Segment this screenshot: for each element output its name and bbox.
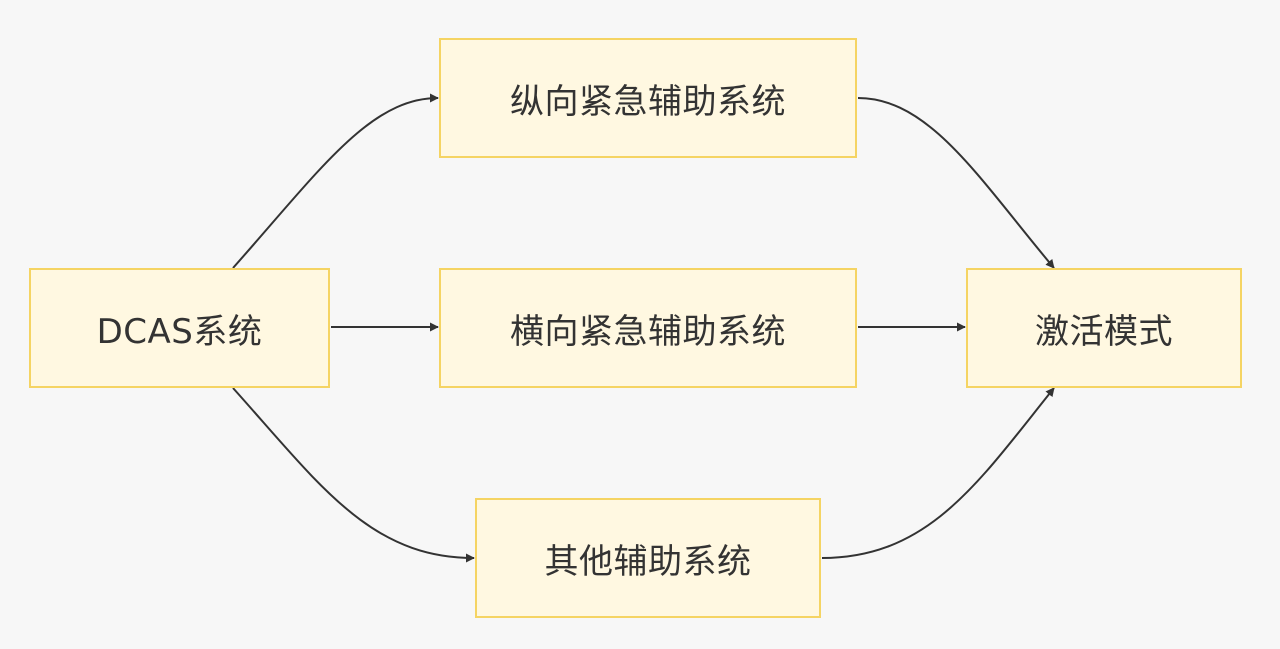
node-lateral-label: 横向紧急辅助系统	[510, 311, 786, 352]
node-lateral-emergency-assist: 横向紧急辅助系统	[439, 268, 857, 388]
node-dcas-system: DCAS系统	[29, 268, 330, 388]
node-longitudinal-emergency-assist: 纵向紧急辅助系统	[439, 38, 857, 158]
node-other-assist-systems: 其他辅助系统	[475, 498, 821, 618]
node-activation-label: 激活模式	[1035, 311, 1173, 352]
node-activation-mode: 激活模式	[966, 268, 1242, 388]
edge-dcas-to-longitudinal	[232, 93, 439, 269]
edge-other-to-activation	[821, 387, 1055, 559]
edge-dcas-to-other	[232, 387, 475, 563]
node-other-label: 其他辅助系统	[544, 541, 752, 582]
edge-longitudinal-to-activation	[857, 97, 1055, 269]
node-longitudinal-label: 纵向紧急辅助系统	[510, 81, 786, 122]
node-dcas-label: DCAS系统	[96, 311, 263, 352]
